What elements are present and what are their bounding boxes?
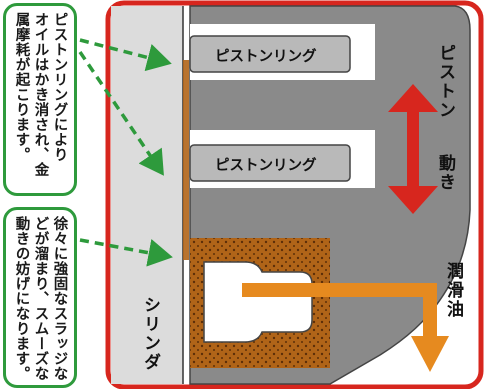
dashed-pointer-arrow-icon [78, 38, 173, 267]
callout-line: 徐々に強固なスラッジな [51, 216, 68, 381]
oil-film [183, 60, 189, 260]
ring-upper [189, 35, 351, 73]
lubricant-label: 潤滑油 [443, 262, 463, 319]
oil-flow-arrow-icon [242, 283, 449, 372]
callout-line: 動きの妨げになります。 [13, 216, 30, 381]
callout-line: どが溜まり、スムーズな [32, 216, 49, 381]
ring-label-upper: ピストンリング [215, 49, 317, 65]
callout-line: オイルはかき消され、金 [32, 12, 49, 177]
ring-lower [189, 144, 351, 182]
ring-label-lower: ピストンリング [215, 158, 317, 174]
double-arrow-icon [388, 84, 438, 214]
callout-line: ピストンリングにより [51, 12, 68, 162]
cylinder-label: シリンダ [140, 296, 160, 372]
callout-line: 属摩耗が起こります。 [13, 12, 30, 162]
oil-ring [203, 261, 313, 343]
piston-label: ピストン [435, 44, 455, 120]
callout-ring-wear: ピストンリングにより オイルはかき消され、金 属摩耗が起こります。 [3, 3, 77, 196]
movement-label: 動き [435, 154, 455, 192]
callout-sludge: 徐々に強固なスラッジな どが溜まり、スムーズな 動きの妨げになります。 [3, 207, 77, 388]
